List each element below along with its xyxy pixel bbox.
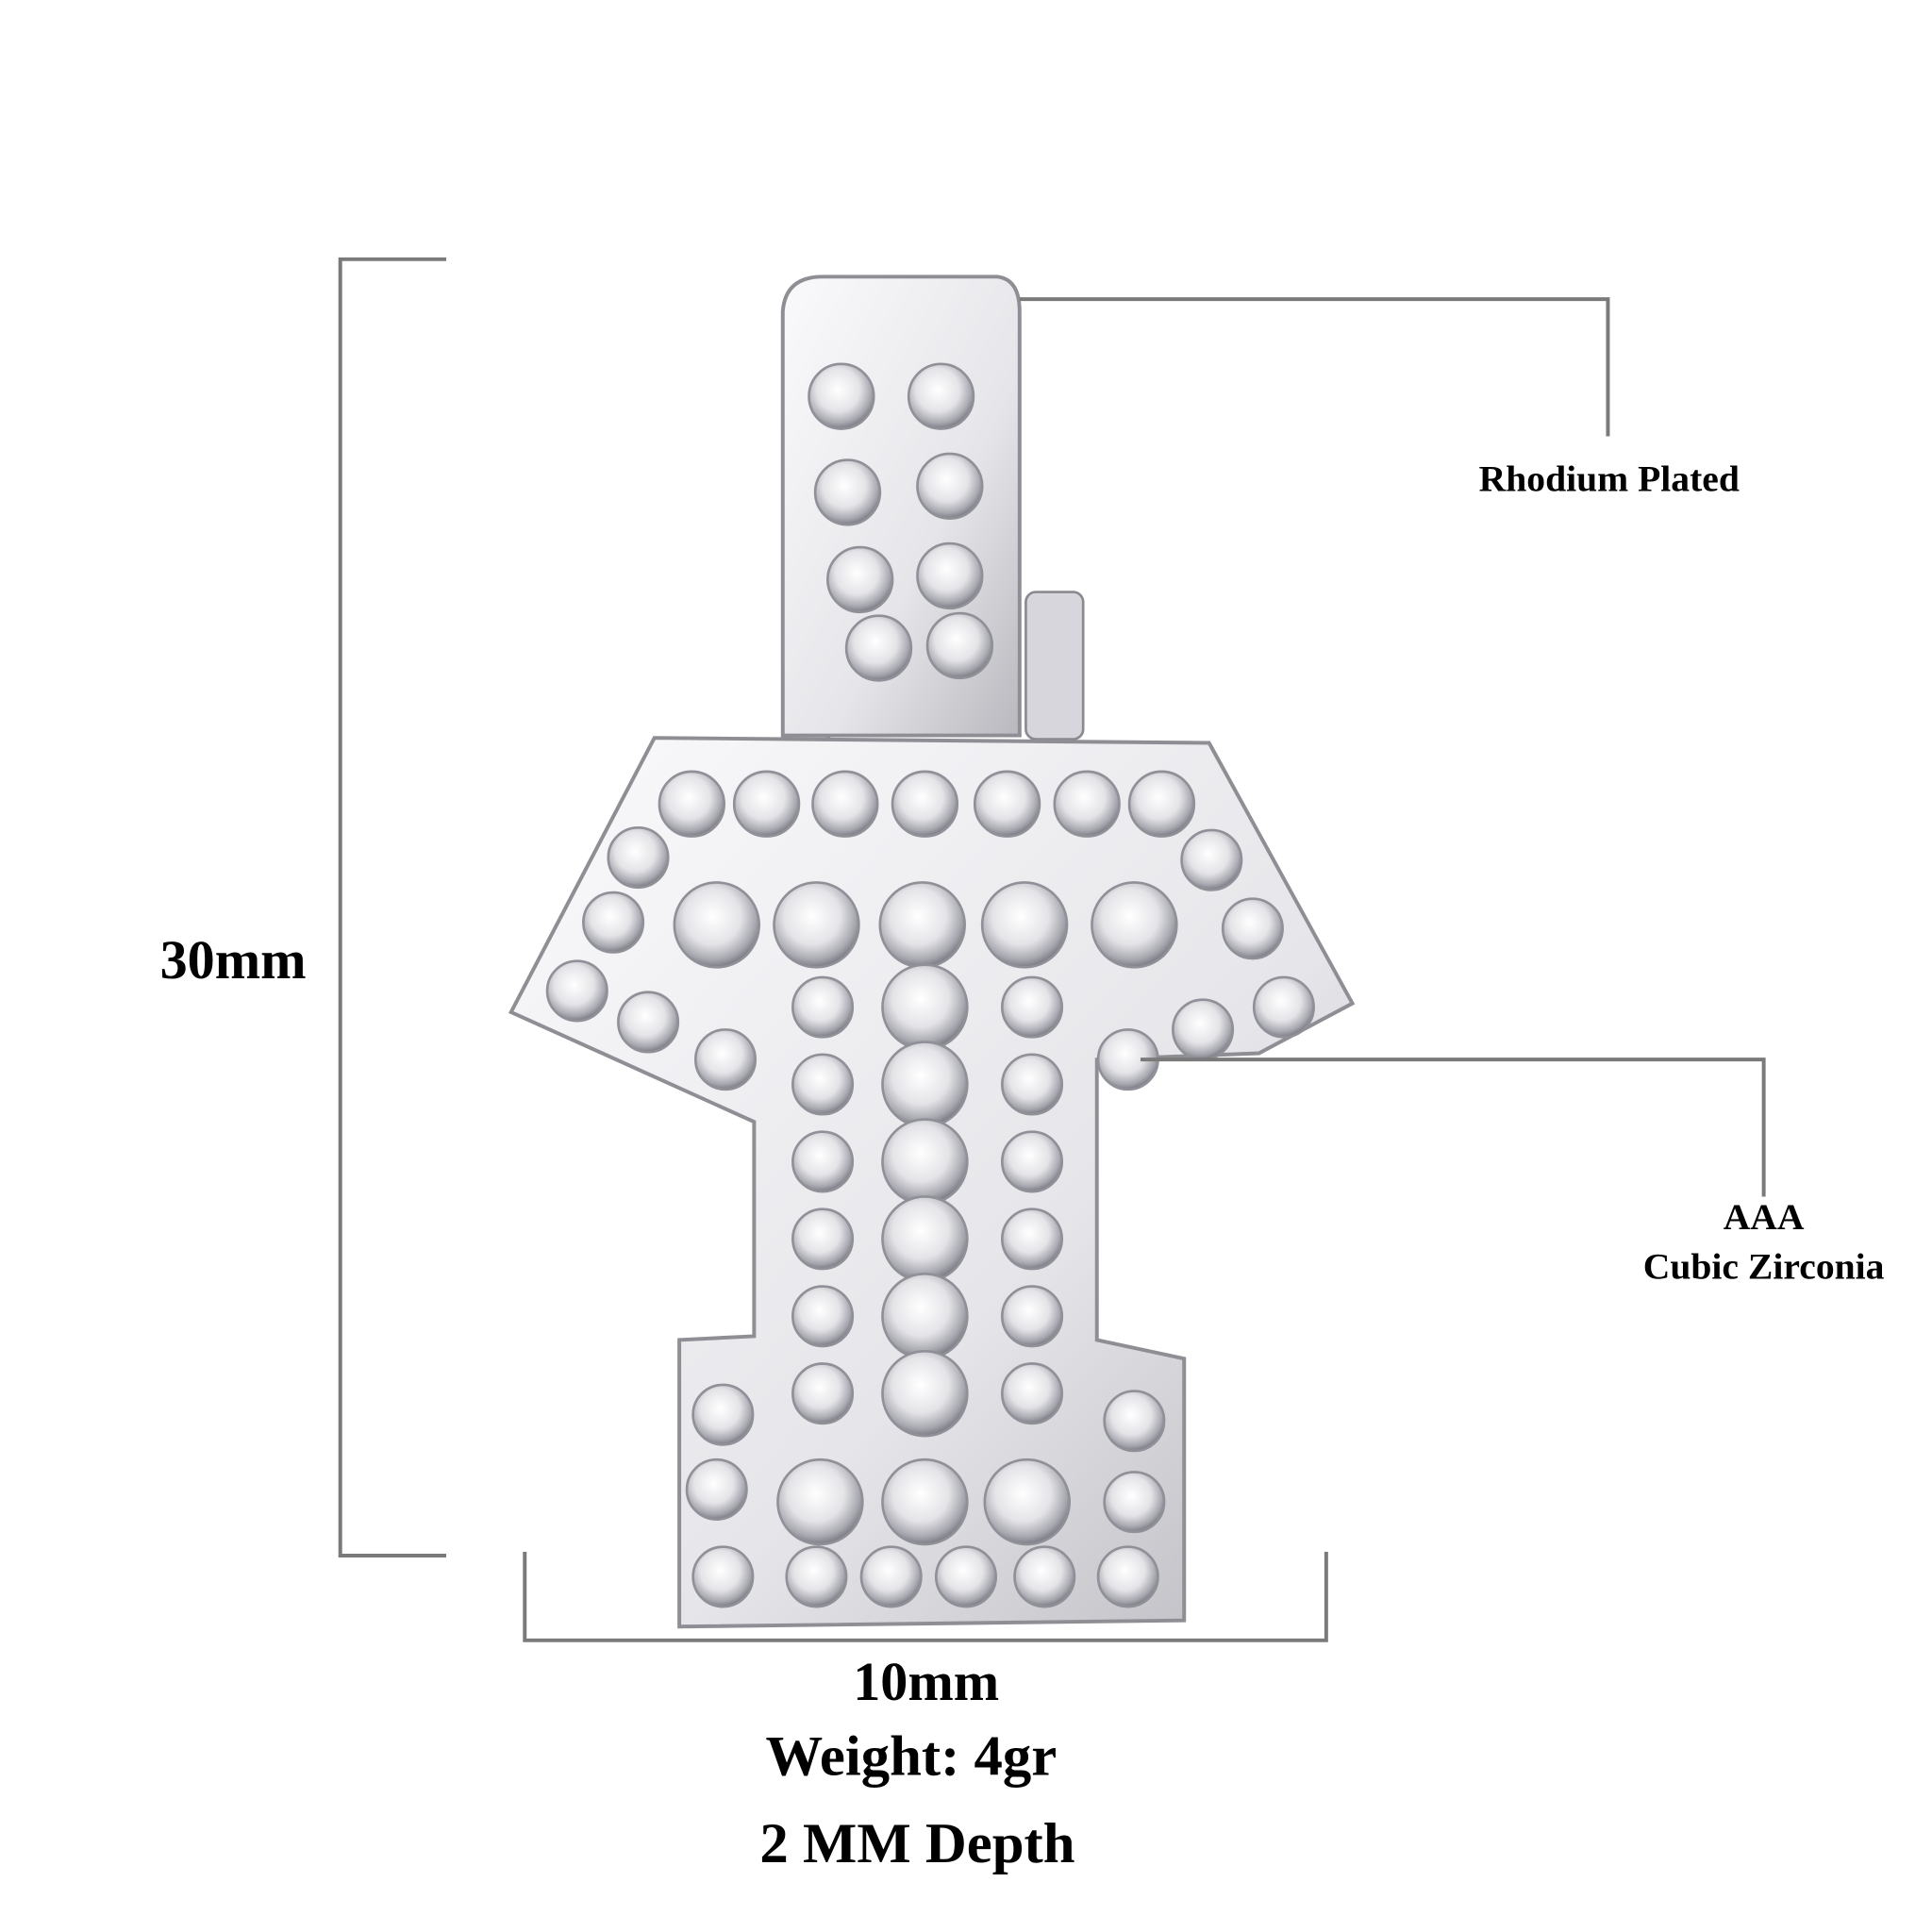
cz-stone <box>891 770 959 838</box>
height-label: 30mm <box>160 929 307 991</box>
cz-stone <box>859 1545 923 1608</box>
cz-stone <box>1000 1285 1064 1348</box>
cz-stone <box>673 881 760 969</box>
right-lug <box>1024 591 1085 741</box>
cz-stone <box>791 1285 855 1348</box>
cz-stone <box>1000 1208 1064 1271</box>
cz-stone <box>617 991 680 1054</box>
cz-stone <box>881 1349 969 1438</box>
cz-stone <box>691 1383 755 1446</box>
cz-stone <box>1103 1390 1166 1453</box>
height-dimension <box>338 257 447 1557</box>
cz-stone <box>881 1118 969 1206</box>
cz-stone <box>811 770 879 838</box>
cz-stone <box>881 1195 969 1283</box>
cz-stone <box>791 975 855 1039</box>
cz-stone <box>1103 1471 1166 1534</box>
cz-stone <box>844 614 913 682</box>
cz-stone <box>878 881 966 969</box>
pendant <box>508 275 1356 1629</box>
cz-stone <box>776 1457 864 1546</box>
cz-stone <box>1180 828 1243 891</box>
depth-label: 2 MM Depth <box>759 1812 1074 1875</box>
cz-stone <box>1127 770 1196 838</box>
cz-stone <box>693 1028 758 1091</box>
cz-stone <box>1252 975 1315 1039</box>
plating-callout: Rhodium Plated <box>1479 458 1740 500</box>
cz-stone <box>785 1545 848 1608</box>
stones <box>545 362 1315 1608</box>
plating-leader-line <box>1019 297 1610 437</box>
cz-stone <box>685 1457 748 1521</box>
cz-stone <box>881 1457 969 1546</box>
cz-stone <box>916 541 984 610</box>
cz-stone <box>934 1545 998 1608</box>
cz-stone <box>691 1545 755 1608</box>
cz-stone <box>1091 881 1178 969</box>
cz-stone <box>1000 975 1064 1039</box>
cz-stone <box>791 1208 855 1271</box>
cz-stone <box>881 963 969 1051</box>
cz-stone <box>791 1362 855 1425</box>
width-dimension <box>523 1552 1328 1642</box>
cz-stone <box>973 770 1041 838</box>
cz-stone <box>925 611 994 680</box>
cz-stone <box>732 770 801 838</box>
cz-stone <box>607 826 670 890</box>
cz-stone <box>1221 897 1284 960</box>
cz-stone <box>773 881 860 969</box>
cz-stone <box>907 362 975 430</box>
stone-grade-callout: AAA <box>1724 1196 1805 1238</box>
stone-leader-line <box>1140 1058 1766 1197</box>
cz-stone <box>826 545 894 614</box>
stone-type-callout: Cubic Zirconia <box>1643 1246 1885 1288</box>
weight-label: Weight: 4gr <box>765 1725 1057 1789</box>
cz-stone <box>1000 1362 1064 1425</box>
cz-stone <box>813 458 882 526</box>
cz-stone <box>545 959 608 1023</box>
cz-stone <box>791 1053 855 1116</box>
cz-stone <box>983 1457 1071 1546</box>
cz-stone <box>1000 1130 1064 1193</box>
cz-stone <box>1000 1053 1064 1116</box>
cz-stone <box>881 1041 969 1128</box>
cz-stone <box>881 1273 969 1360</box>
cz-stone <box>808 362 875 430</box>
cz-stone <box>658 770 725 838</box>
cz-stone <box>980 881 1069 969</box>
cz-stone <box>1172 998 1235 1061</box>
cz-stone <box>1096 1545 1159 1608</box>
width-label: 10mm <box>853 1651 999 1712</box>
cz-stone <box>1013 1545 1076 1608</box>
cz-stone <box>791 1130 855 1193</box>
cz-stone <box>916 452 984 520</box>
cz-stone <box>1053 770 1121 838</box>
cz-stone <box>582 891 645 954</box>
